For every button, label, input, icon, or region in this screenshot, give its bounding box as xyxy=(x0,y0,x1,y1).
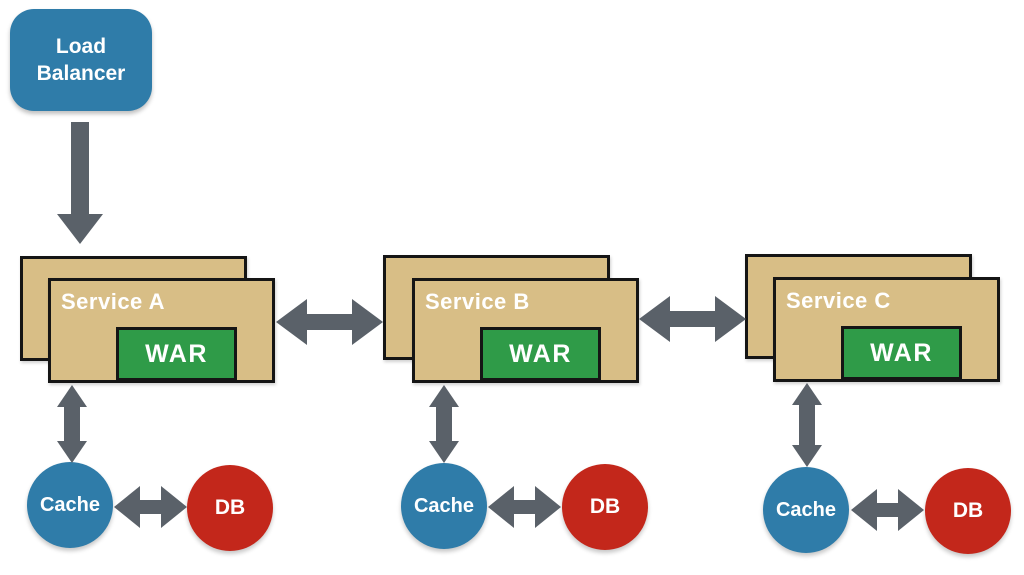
arrowhead-up xyxy=(429,385,459,407)
db-c-node: DB xyxy=(925,468,1011,554)
arrowhead-up xyxy=(792,383,822,405)
arrowhead-right xyxy=(898,489,924,531)
arrow-shaft xyxy=(71,122,89,214)
cache-a-node: Cache xyxy=(27,462,113,548)
service-b-label: Service B xyxy=(425,289,530,314)
arrowhead-down xyxy=(792,445,822,467)
arrow-shaft xyxy=(799,405,815,445)
db-a-node: DB xyxy=(187,465,273,551)
arrow-shaft xyxy=(64,407,80,441)
arrowhead-right xyxy=(535,486,561,528)
service-b-to-c-arrow xyxy=(639,296,746,342)
arrowhead-right xyxy=(715,296,746,342)
cache-a-to-db-arrow xyxy=(114,486,187,528)
db-b-label: DB xyxy=(589,495,621,518)
load-balancer-label: Load Balancer xyxy=(36,34,126,85)
lb-to-service-a-arrow xyxy=(57,122,103,244)
service-c-war-badge: WAR xyxy=(841,326,962,380)
arrow-shaft xyxy=(436,407,452,441)
service-a-war-badge: WAR xyxy=(116,327,237,381)
service-c-label: Service C xyxy=(786,288,891,313)
arrow-shaft xyxy=(307,314,352,330)
db-b-node: DB xyxy=(562,464,648,550)
arrowhead-right xyxy=(161,486,187,528)
db-c-label: DB xyxy=(952,499,984,522)
service-a-card: Service A WAR xyxy=(48,278,275,383)
service-b-to-cache-arrow xyxy=(429,385,459,463)
arrow-shaft xyxy=(140,500,161,514)
cache-b-label: Cache xyxy=(413,494,475,517)
arrowhead-down xyxy=(57,214,103,244)
cache-c-label: Cache xyxy=(775,498,837,521)
arrowhead-left xyxy=(488,486,514,528)
arrowhead-left xyxy=(114,486,140,528)
service-a-label: Service A xyxy=(61,289,165,314)
arrowhead-down xyxy=(57,441,87,463)
cache-b-node: Cache xyxy=(401,463,487,549)
service-b-war-badge: WAR xyxy=(480,327,601,381)
arrowhead-down xyxy=(429,441,459,463)
cache-c-node: Cache xyxy=(763,467,849,553)
arrowhead-up xyxy=(57,385,87,407)
arrow-shaft xyxy=(670,311,715,327)
cache-c-to-db-arrow xyxy=(851,489,924,531)
db-a-label: DB xyxy=(214,496,246,519)
load-balancer-node: Load Balancer xyxy=(10,9,152,111)
arrowhead-left xyxy=(639,296,670,342)
arrowhead-left xyxy=(851,489,877,531)
arrow-shaft xyxy=(877,503,898,517)
service-c-to-cache-arrow xyxy=(792,383,822,467)
cache-b-to-db-arrow xyxy=(488,486,561,528)
arrowhead-left xyxy=(276,299,307,345)
service-a-to-cache-arrow xyxy=(57,385,87,463)
cache-a-label: Cache xyxy=(39,493,101,516)
service-c-card: Service C WAR xyxy=(773,277,1000,382)
service-b-card: Service B WAR xyxy=(412,278,639,383)
arrow-shaft xyxy=(514,500,535,514)
service-a-to-b-arrow xyxy=(276,299,383,345)
arrowhead-right xyxy=(352,299,383,345)
